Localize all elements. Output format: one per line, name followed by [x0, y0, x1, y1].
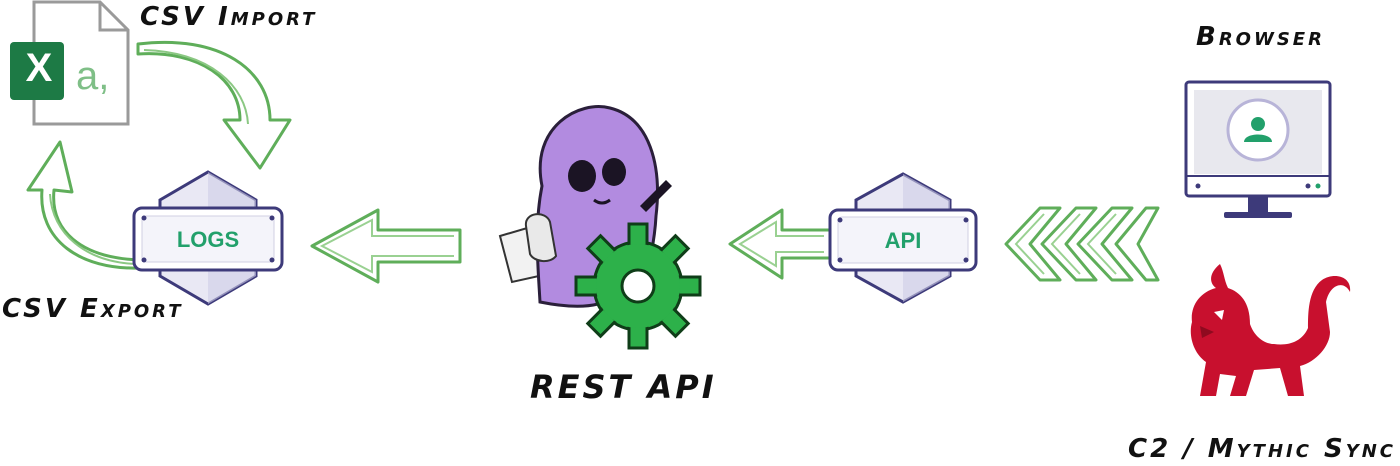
logs-badge-label: LOGS	[176, 227, 240, 252]
csv-export-label: CSV Export	[2, 294, 184, 324]
excel-cell-text: a,	[76, 54, 110, 98]
csv-import-label: CSV Import	[140, 2, 318, 32]
browser-label: Browser	[1196, 22, 1325, 52]
logs-badge: LOGS	[132, 168, 284, 308]
c2-mythic-sync-label: C2 / Mythic Sync	[1128, 434, 1397, 464]
curved-arrow-import-icon	[136, 40, 292, 170]
arrow-left-to-logs-icon	[310, 208, 462, 284]
arrow-left-to-rest-icon	[728, 208, 832, 280]
rest-api-label: REST API	[530, 368, 717, 406]
api-badge-label: API	[884, 228, 922, 253]
mythic-lion-logo-icon	[1180, 262, 1356, 402]
browser-monitor-icon	[1182, 78, 1334, 232]
curved-arrow-export-icon	[26, 140, 142, 270]
api-badge: API	[828, 170, 978, 306]
excel-letter: X	[25, 46, 53, 90]
excel-file-icon: X a,	[8, 0, 130, 128]
chevrons-left-icon	[1004, 206, 1160, 282]
ghost-mascot-icon	[490, 96, 710, 356]
